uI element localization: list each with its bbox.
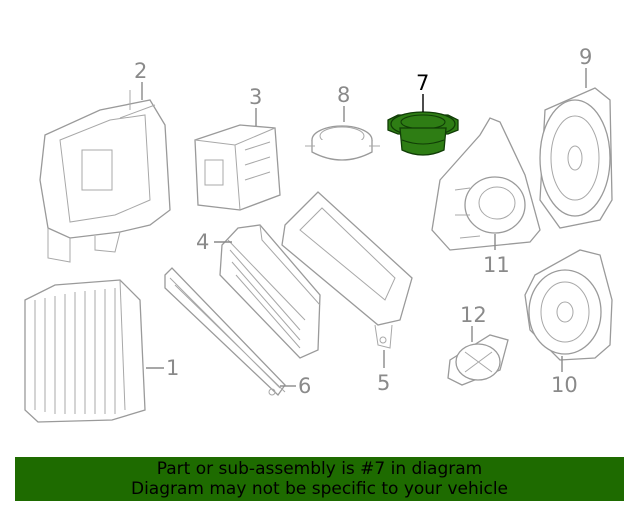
callout-10: 10 xyxy=(551,373,578,397)
part-4-amplifier[interactable] xyxy=(219,224,321,359)
callout-8: 8 xyxy=(337,83,350,107)
info-banner: Part or sub-assembly is #7 in diagram Di… xyxy=(15,457,624,501)
part-9-speaker[interactable] xyxy=(539,87,613,229)
callout-4: 4 xyxy=(196,230,209,254)
part-5-module[interactable] xyxy=(281,191,413,349)
banner-line-1: Part or sub-assembly is #7 in diagram xyxy=(156,459,483,479)
part-2-bracket[interactable] xyxy=(39,90,171,263)
part-11-speaker-bracket[interactable] xyxy=(431,117,541,251)
parts-diagram: 2 3 8 7 9 11 xyxy=(24,45,613,423)
part-10-speaker[interactable] xyxy=(524,249,613,361)
callout-11: 11 xyxy=(483,253,510,277)
callout-2: 2 xyxy=(134,59,147,83)
part-3-module[interactable] xyxy=(194,124,281,211)
callout-9: 9 xyxy=(579,45,592,69)
callout-5: 5 xyxy=(377,371,390,395)
callout-3: 3 xyxy=(249,85,262,109)
part-7-speaker-highlighted[interactable] xyxy=(387,111,459,156)
part-8-speaker[interactable] xyxy=(305,125,380,161)
part-6-antenna[interactable] xyxy=(164,267,286,396)
part-12-tweeter[interactable] xyxy=(447,334,509,386)
callout-6: 6 xyxy=(298,374,311,398)
callout-1: 1 xyxy=(166,356,179,380)
banner-line-2: Diagram may not be specific to your vehi… xyxy=(130,479,508,499)
part-1-receiver[interactable] xyxy=(24,279,146,423)
callout-12: 12 xyxy=(460,303,487,327)
callout-7: 7 xyxy=(416,71,429,95)
